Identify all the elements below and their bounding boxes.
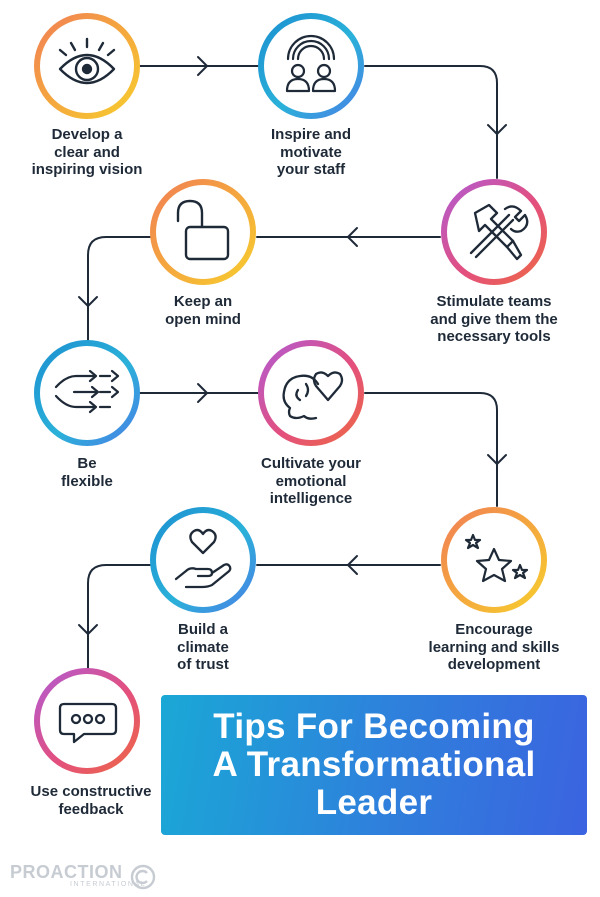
- step-flexible-label: Be flexible: [61, 455, 113, 490]
- step-trust-label: Build a climate of trust: [177, 621, 229, 673]
- arrowhead-right: [197, 56, 208, 76]
- heart-hand-icon: [174, 528, 232, 589]
- step-trust-ring: [150, 507, 256, 613]
- eye-icon: [58, 37, 116, 85]
- step-feedback-ring: [34, 668, 140, 774]
- arrowhead-down: [487, 454, 507, 465]
- step-learning-ring: [441, 507, 547, 613]
- head-heart-icon: [282, 371, 344, 420]
- arrowhead-left: [347, 555, 358, 575]
- step-inspire-label: Inspire and motivate your staff: [270, 126, 352, 178]
- arrowhead-down: [78, 624, 98, 635]
- step-tools-ring: [441, 179, 547, 285]
- speech-bubble-icon: [58, 702, 118, 744]
- brand-mark-icon: [130, 864, 156, 890]
- step-tools-label: Stimulate teams and give them the necess…: [430, 293, 558, 345]
- step-emotional-ring: [258, 340, 364, 446]
- brand-subtitle: INTERNATIONAL: [70, 881, 147, 888]
- arrowhead-down: [487, 124, 507, 135]
- brand-name: PROACTION: [10, 862, 123, 882]
- step-inspire-ring: [258, 13, 364, 119]
- branching-arrows-icon: [54, 369, 120, 414]
- step-emotional-label: Cultivate your emotional intelligence: [260, 455, 362, 507]
- arrowhead-down: [78, 296, 98, 307]
- unlocked-padlock-icon: [176, 199, 230, 261]
- arrowhead-right: [197, 383, 208, 403]
- step-openmind-ring: [150, 179, 256, 285]
- page-title: Tips For Becoming A Transformational Lea…: [212, 707, 536, 822]
- step-vision-label: Develop a clear and inspiring vision: [31, 126, 143, 178]
- step-feedback-label: Use constructive feedback: [30, 783, 152, 818]
- team-rainbow-icon: [285, 34, 337, 93]
- connector-trust-feedback: [87, 564, 151, 669]
- step-learning-label: Encourage learning and skills developmen…: [428, 621, 560, 673]
- arrowhead-left: [347, 227, 358, 247]
- hammer-wrench-icon: [469, 203, 529, 261]
- stars-icon: [464, 533, 529, 583]
- step-vision-ring: [34, 13, 140, 119]
- connector-emotional-learning: [364, 392, 498, 507]
- title-banner: Tips For Becoming A Transformational Lea…: [161, 695, 587, 835]
- connector-openmind-flexible: [87, 236, 151, 341]
- connector-inspire-tools: [364, 65, 498, 179]
- step-openmind-label: Keep an open mind: [165, 293, 241, 328]
- step-flexible-ring: [34, 340, 140, 446]
